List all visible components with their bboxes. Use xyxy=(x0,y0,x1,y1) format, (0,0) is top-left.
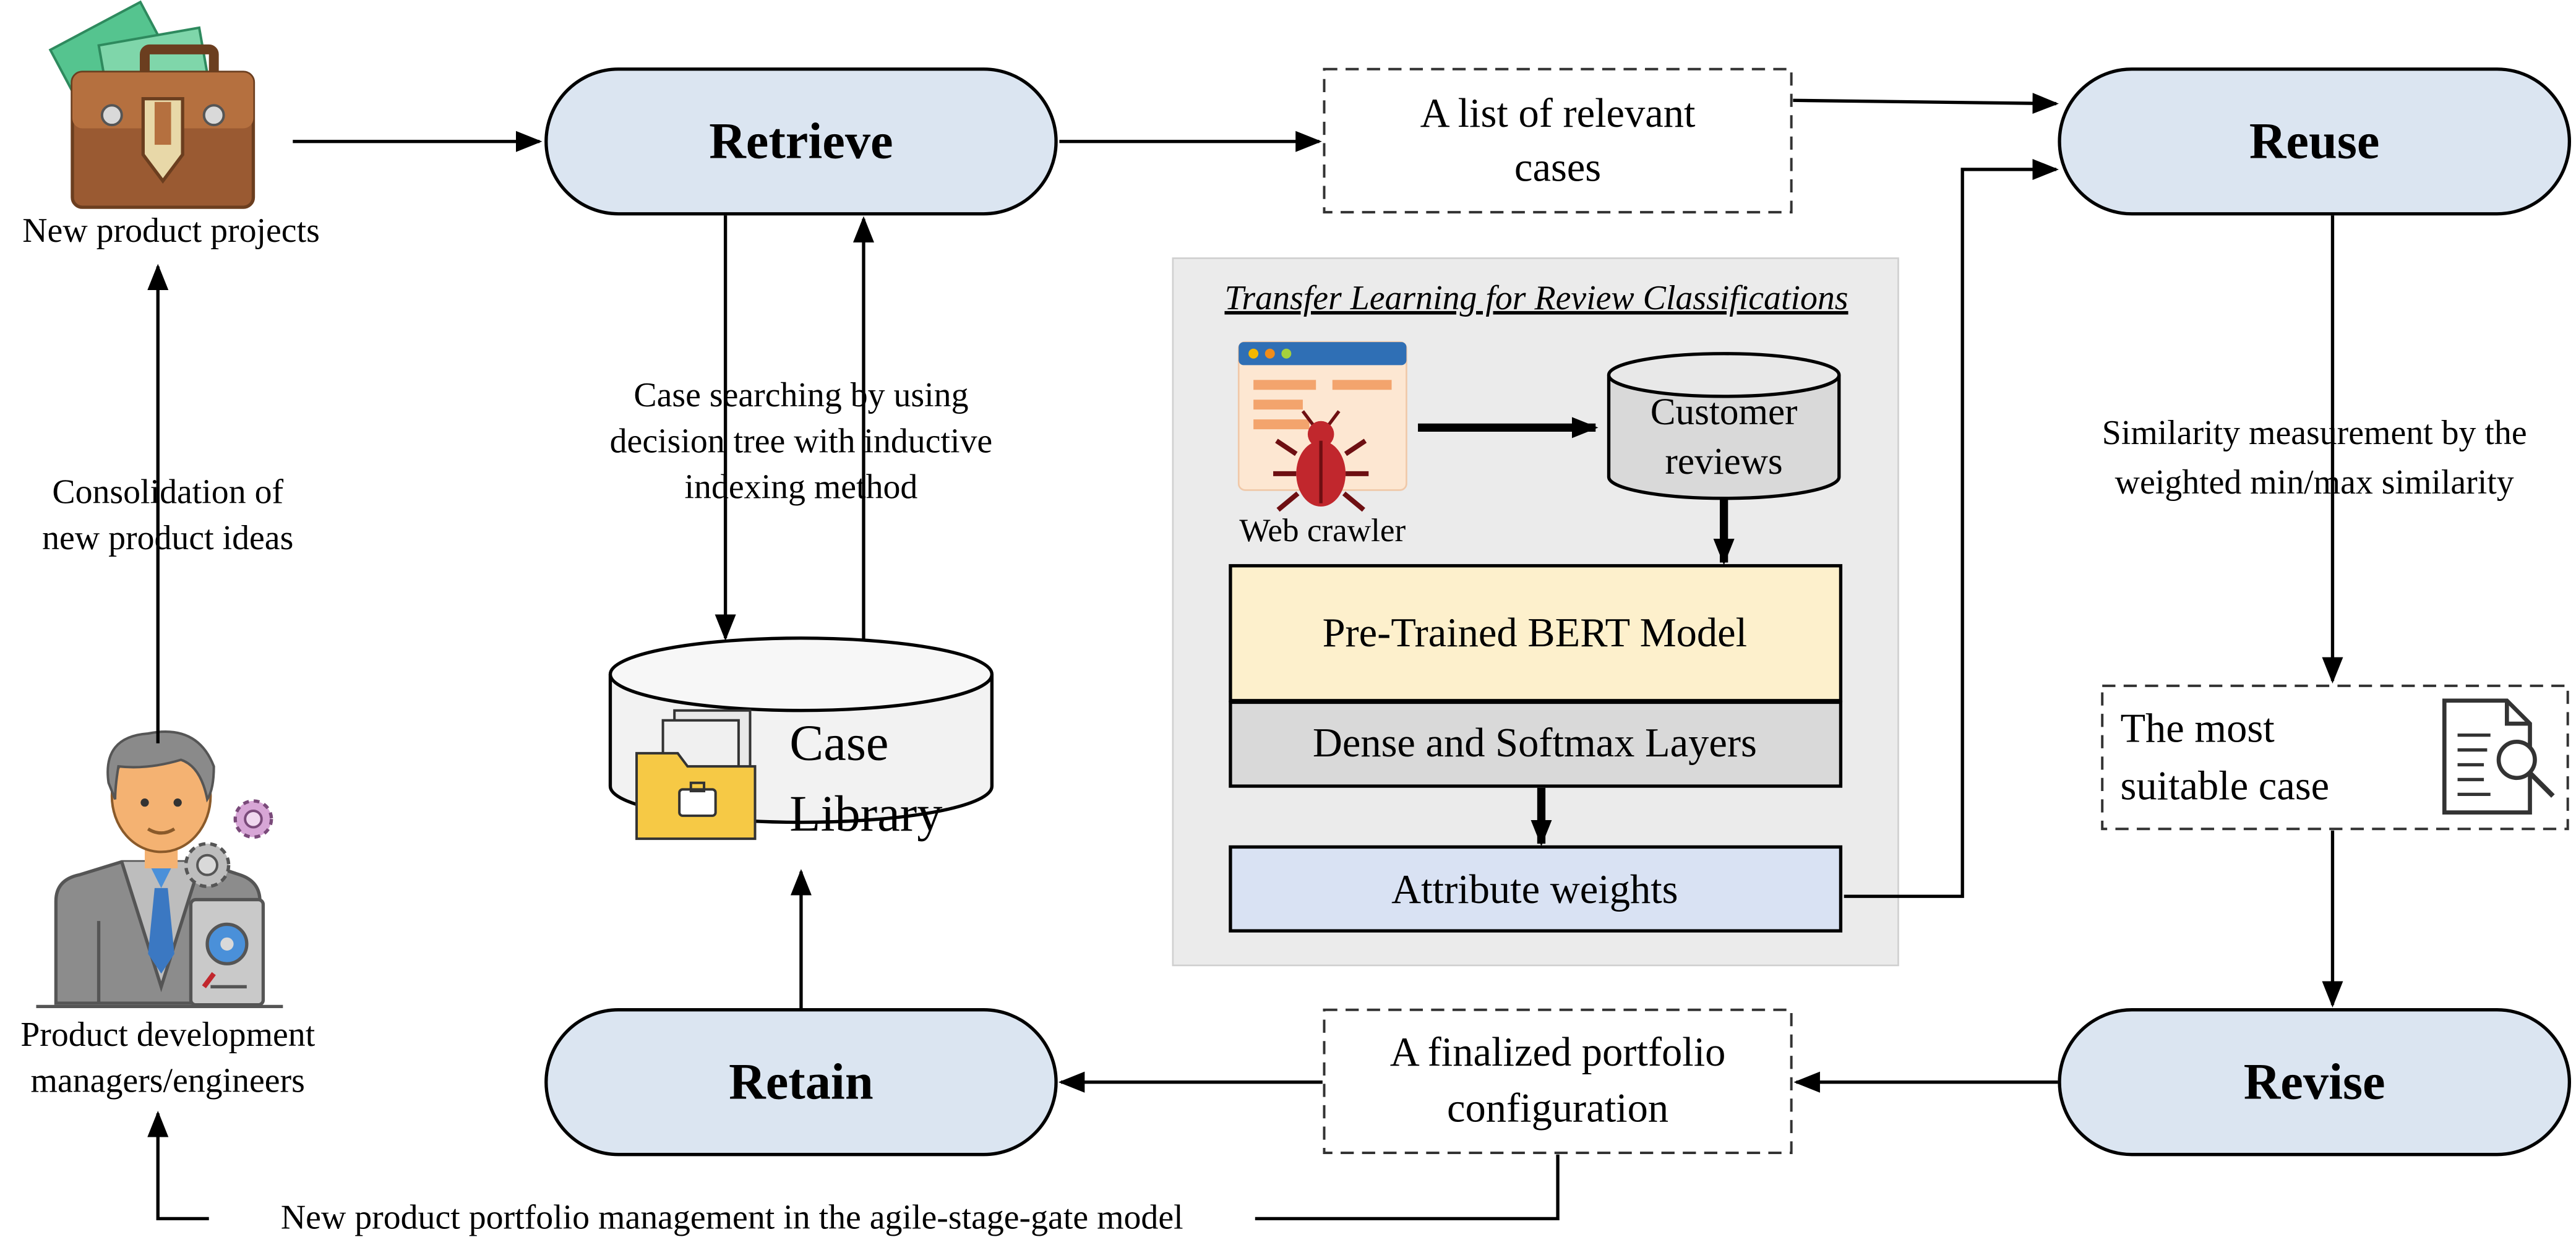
customer-reviews-database: Customer reviews xyxy=(1607,352,1841,500)
case-library-database: Case Library xyxy=(608,636,994,842)
finalized-portfolio-box: A finalized portfolio configuration xyxy=(1323,1008,1793,1155)
stage-retain: Retain xyxy=(544,1008,1058,1157)
customer-reviews-label-1: Customer xyxy=(1651,391,1798,433)
stage-retrieve: Retrieve xyxy=(544,67,1058,216)
suitable-case-label-1: The most xyxy=(2120,706,2275,751)
dense-softmax-box xyxy=(1229,700,1843,788)
case-search-label-2: decision tree with inductive xyxy=(610,422,993,460)
list-to-reuse-arrow xyxy=(1793,93,2059,114)
transfer-learning-title: Transfer Learning for Review Classificat… xyxy=(1224,279,1848,317)
case-search-label-3: indexing method xyxy=(685,468,918,507)
connectors xyxy=(147,93,2343,1221)
stage-revise: Revise xyxy=(2058,1008,2572,1157)
attribute-weights-box xyxy=(1229,845,1843,933)
transfer-learning-panel: Transfer Learning for Review Classificat… xyxy=(1172,257,1899,967)
suitable-case-label-2: suitable case xyxy=(2120,763,2329,808)
stage-revise-label: Revise xyxy=(2244,1053,2385,1110)
new-product-projects-label: New product projects xyxy=(22,212,320,250)
customer-reviews-label-2: reviews xyxy=(1665,441,1783,482)
gear-icon xyxy=(184,799,273,888)
managers-label-2: managers/engineers xyxy=(31,1062,305,1100)
relevant-cases-label-1: A list of relevant xyxy=(1420,91,1696,136)
finalized-portfolio-label-1: A finalized portfolio xyxy=(1390,1030,1726,1075)
portfolio-management-label: New product portfolio management in the … xyxy=(281,1198,1183,1236)
managers-label-1: Product development xyxy=(20,1016,315,1054)
attribute-weights-label: Attribute weights xyxy=(1391,867,1678,912)
case-search-label-1: Case searching by using xyxy=(633,376,968,414)
weights-to-reuse-arrow xyxy=(1844,158,2059,898)
folder-icon xyxy=(635,709,757,841)
dense-softmax-label: Dense and Softmax Layers xyxy=(1313,721,1757,766)
portfolio-feedback-arrow-left xyxy=(147,1110,209,1221)
briefcase-icon xyxy=(48,0,255,209)
similarity-label-2: weighted min/max similarity xyxy=(2115,463,2514,502)
relevant-cases-label-2: cases xyxy=(1514,145,1601,190)
bert-model-label: Pre-Trained BERT Model xyxy=(1323,610,1748,656)
web-crawler-label: Web crawler xyxy=(1239,512,1406,549)
case-library-label-2: Library xyxy=(789,785,942,842)
stage-retrieve-label: Retrieve xyxy=(709,113,893,169)
suitable-case-box: The most suitable case xyxy=(2101,684,2569,831)
web-crawler-icon xyxy=(1237,341,1407,512)
stage-reuse: Reuse xyxy=(2058,67,2572,216)
document-search-icon xyxy=(2442,698,2555,815)
similarity-label-1: Similarity measurement by the xyxy=(2102,414,2527,452)
finalized-portfolio-label-2: configuration xyxy=(1447,1086,1668,1131)
case-library-label-1: Case xyxy=(789,715,888,771)
consolidation-label-1: Consolidation of xyxy=(52,473,283,511)
relevant-cases-box: A list of relevant cases xyxy=(1323,67,1793,214)
consolidation-label-2: new product ideas xyxy=(42,519,293,557)
portfolio-feedback-line-right xyxy=(1255,1154,1560,1221)
stage-reuse-label: Reuse xyxy=(2249,113,2380,169)
manager-icon xyxy=(36,730,283,1009)
bert-model-box xyxy=(1229,564,1843,703)
stage-retain-label: Retain xyxy=(729,1053,873,1110)
